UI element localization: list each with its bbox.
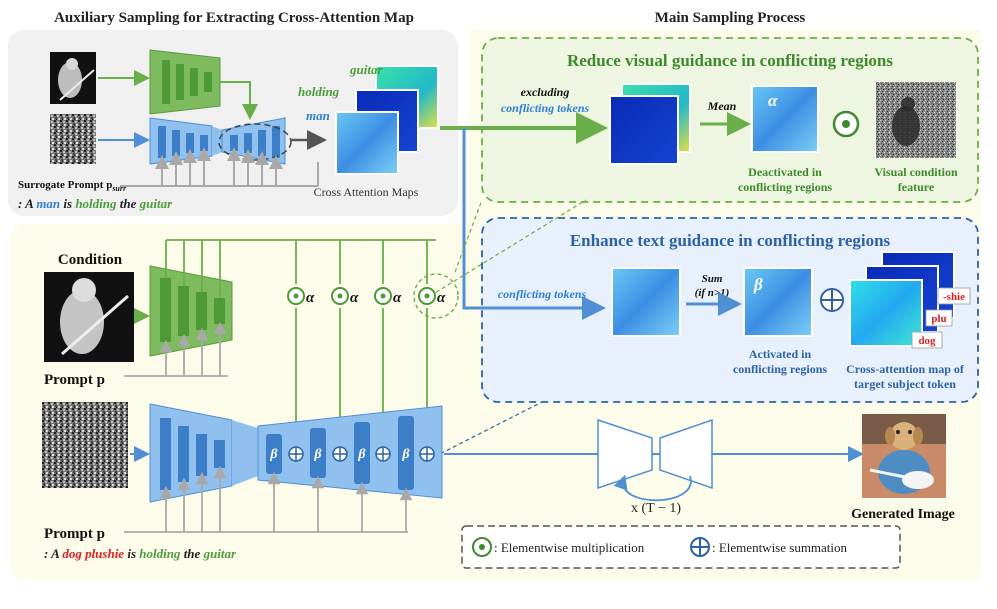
prompt-word: guitar <box>139 196 173 211</box>
main-prompt-arrows-bottom <box>124 465 413 533</box>
sum-label: Sum <box>702 273 723 285</box>
aux-map-man <box>335 111 399 175</box>
beta-label-2: β <box>313 447 322 462</box>
oplus-icon <box>820 288 844 312</box>
prompt-word: the <box>180 546 203 561</box>
prompt-word: man <box>36 196 60 211</box>
aux-maps-caption: Cross Attention Maps <box>314 185 419 199</box>
prompt-prefix: : A <box>44 546 62 561</box>
loop-label: x (T − 1) <box>631 501 681 516</box>
aux-control-encoder <box>149 49 221 115</box>
aux-surrogate-label: Surrogate Prompt psurr <box>18 179 127 193</box>
deactivated-line1: Deactivated in <box>748 165 822 179</box>
enhance-title: Enhance text guidance in conflicting reg… <box>570 231 891 250</box>
token-tag-plu <box>925 309 953 327</box>
legend-mult-icon <box>472 537 492 557</box>
visual-feature-line1: Visual condition <box>874 165 958 179</box>
main-prompt-arrows-top <box>124 321 228 377</box>
main-prompt-label-1: Prompt p <box>44 372 105 388</box>
aux-heading: Auxiliary Sampling for Extracting Cross-… <box>54 10 414 26</box>
alpha-label-3: α <box>393 290 402 306</box>
beta-label-1: β <box>269 447 278 462</box>
main-control-encoder <box>149 265 233 357</box>
main-prompt-text: : A dog plushie is holding the guitar <box>44 546 237 561</box>
activated-line1: Activated in <box>749 347 812 361</box>
alpha-mult-nodes <box>287 273 459 319</box>
odot-icon <box>832 110 860 138</box>
main-prompt-label-2: Prompt p <box>44 526 105 542</box>
token-shie: -shie <box>943 291 965 303</box>
reduce-conflicting-tokens: conflicting tokens <box>501 101 590 115</box>
sum-condition: (if n>1) <box>695 287 730 299</box>
zoom-line-green-2 <box>429 199 587 297</box>
enhance-conflicting-tokens: conflicting tokens <box>498 287 587 301</box>
zoom-line-green-1 <box>454 199 483 273</box>
aux-prompt-text: : A man is holding the guitar <box>18 196 173 211</box>
reduce-mean-label: Mean <box>707 99 737 113</box>
token-tag-shie <box>937 287 971 305</box>
main-unet-encoder <box>149 403 233 503</box>
aux-prompt-arrows <box>120 147 319 187</box>
prompt-word: dog plushie <box>62 546 124 561</box>
deactivated-line2: conflicting regions <box>738 180 832 194</box>
token-tag-dog <box>911 331 943 349</box>
beta-label-4: β <box>401 447 410 462</box>
main-heading: Main Sampling Process <box>655 10 806 26</box>
prompt-word: is <box>124 546 139 561</box>
aux-noise-image <box>50 114 96 164</box>
legend-mult-text: : Elementwise multiplication <box>494 540 645 555</box>
condition-label: Condition <box>58 252 123 268</box>
legend-box <box>461 525 901 569</box>
beta-label-3: β <box>357 447 366 462</box>
crossattn-line1: Cross-attention map of <box>846 362 965 376</box>
prompt-word: is <box>60 196 75 211</box>
visual-feature-line2: feature <box>898 180 935 194</box>
target-map-dog <box>849 279 923 347</box>
beta-map <box>743 267 813 337</box>
token-dog: dog <box>918 335 936 347</box>
alpha-map <box>751 85 819 153</box>
prompt-word: holding <box>139 546 181 561</box>
alpha-label-1: α <box>306 290 315 306</box>
alpha-symbol: α <box>768 91 778 110</box>
aux-token-guitar: guitar <box>349 62 383 77</box>
reduce-title: Reduce visual guidance in conflicting re… <box>567 51 893 70</box>
legend-sum-text: : Elementwise summation <box>712 540 848 555</box>
main-unet-middle <box>232 420 258 486</box>
token-plu: plu <box>931 313 946 325</box>
visual-condition-feature-image <box>876 82 956 158</box>
alpha-label-4: α <box>437 290 446 306</box>
zoom-line-blue <box>427 401 543 461</box>
prompt-word: holding <box>75 196 117 211</box>
decoder-sum-nodes <box>288 446 435 462</box>
generated-image <box>862 414 946 498</box>
aux-token-holding: holding <box>298 84 340 99</box>
aux-token-man: man <box>306 108 330 123</box>
prompt-word: guitar <box>203 546 237 561</box>
main-noise-image <box>42 402 128 488</box>
reduce-map-front <box>609 95 679 165</box>
reduce-excluding: excluding <box>521 85 570 99</box>
generated-label: Generated Image <box>851 507 955 522</box>
prompt-word: the <box>117 196 140 211</box>
activated-line2: conflicting regions <box>733 362 827 376</box>
iterative-unet-icon <box>597 418 713 502</box>
enhance-map <box>611 267 681 337</box>
aux-condition-image <box>50 52 96 104</box>
crossattn-line2: target subject token <box>854 377 956 391</box>
alpha-label-2: α <box>350 290 359 306</box>
beta-labels: β β β β <box>269 447 410 462</box>
main-unet-decoder <box>257 405 443 499</box>
legend-sum-icon <box>690 537 710 557</box>
condition-image <box>44 272 134 362</box>
beta-symbol: β <box>753 275 763 294</box>
prompt-prefix: : A <box>18 196 36 211</box>
